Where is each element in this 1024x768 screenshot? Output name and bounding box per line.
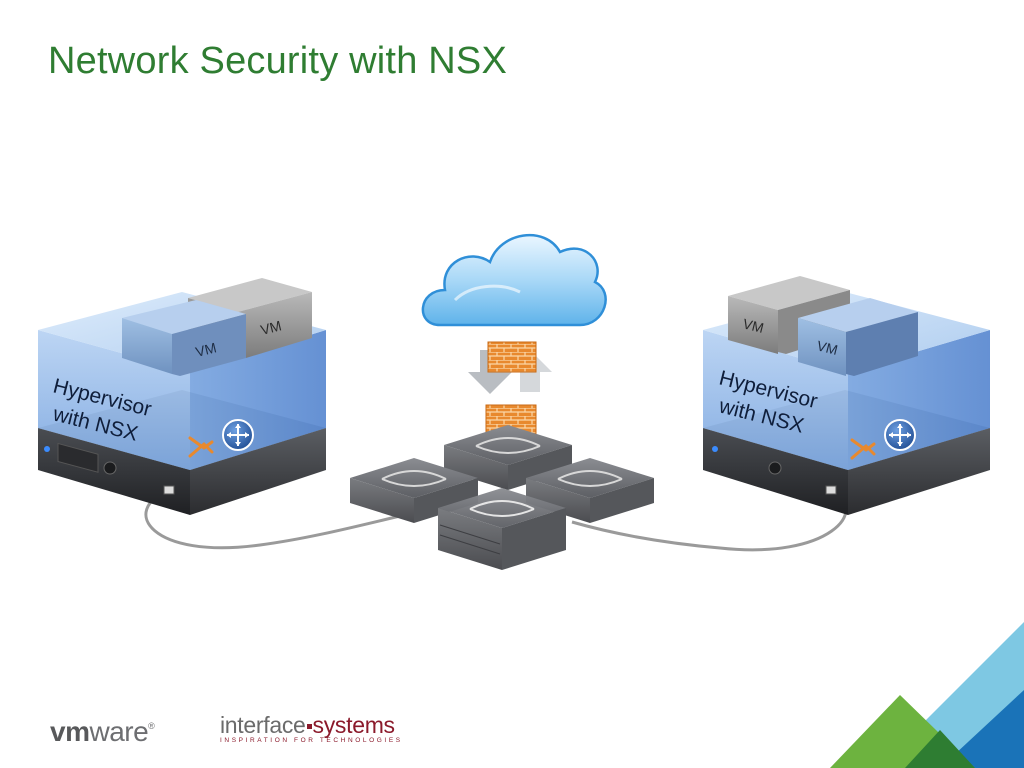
server-icon [712, 446, 837, 495]
corner-decoration [830, 622, 1024, 768]
slide-title: Network Security with NSX [48, 40, 508, 82]
switch-icon [188, 436, 214, 458]
vm-label: VM [194, 339, 218, 360]
switch-icon [438, 488, 566, 570]
left-hypervisor-host: VM VM Hypervisor with NSX [38, 278, 326, 515]
vm-label: VM [259, 317, 283, 338]
firewall-icon [487, 341, 537, 373]
core-switch-cluster [350, 425, 654, 570]
right-hypervisor-host: VM VM Hypervisor with NSX [703, 276, 990, 515]
switch-icon [444, 425, 572, 490]
router-icon [884, 419, 916, 451]
right-vm-front: VM [798, 298, 918, 376]
switch-icon [526, 458, 654, 523]
left-vm-front: VM [122, 300, 246, 376]
server-icon [44, 442, 175, 495]
router-icon [222, 419, 254, 451]
cloud-icon [421, 233, 607, 327]
left-cable [144, 489, 419, 550]
switch-icon [850, 438, 876, 460]
switch-icon [350, 458, 478, 523]
vmware-logo: vmware® [50, 716, 155, 747]
vm-label: VM [815, 337, 839, 358]
vm-label: VM [741, 315, 765, 336]
